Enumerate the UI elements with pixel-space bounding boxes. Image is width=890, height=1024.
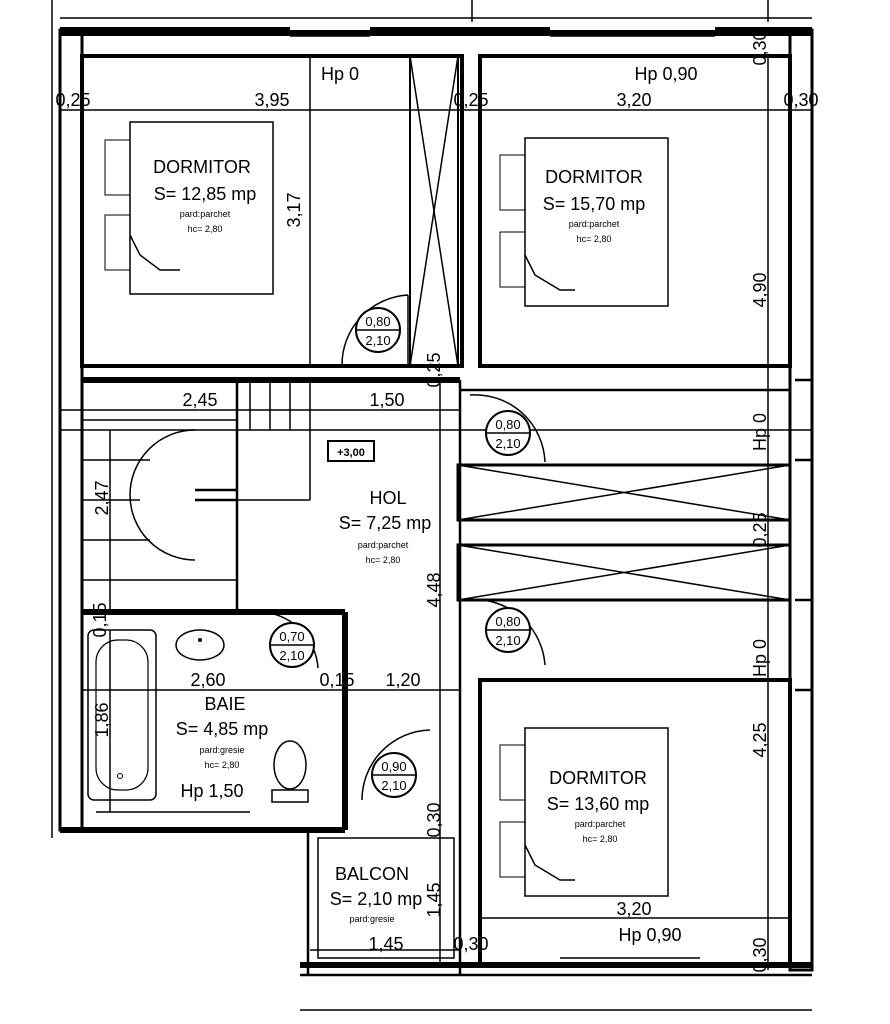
dorm3-name: DORMITOR xyxy=(549,768,647,788)
door-d2-width: 0,80 xyxy=(495,417,520,432)
dorm3-floor: pard:parchet xyxy=(575,819,626,829)
dim-120: 1,20 xyxy=(385,670,420,690)
window-hp0-a: Hp 0 xyxy=(321,64,359,84)
door-d5-width: 0,90 xyxy=(381,759,406,774)
bathtub xyxy=(87,629,157,801)
room-baie-label: BAIE S= 4,85 mp pard:gresie hc= 2,80 xyxy=(176,694,269,770)
dorm2-height: hc= 2,80 xyxy=(577,234,612,244)
dim-186: 1,86 xyxy=(92,702,112,737)
dim-145-b: 1,45 xyxy=(368,934,403,954)
baie-height: hc= 2,80 xyxy=(205,760,240,770)
dim-030-e: 0,30 xyxy=(453,934,488,954)
window-hp090-a: Hp 0,90 xyxy=(634,64,697,84)
door-d1-height: 2,10 xyxy=(365,333,390,348)
window-hp150: Hp 1,50 xyxy=(180,781,243,801)
door-d3-width: 0,80 xyxy=(495,614,520,629)
dim-025-a: 0,25 xyxy=(55,90,90,110)
staircase xyxy=(81,379,311,613)
window-marks xyxy=(96,378,812,959)
door-d5-height: 2,10 xyxy=(381,778,406,793)
hol-area: S= 7,25 mp xyxy=(339,513,432,533)
dim-425: 4,25 xyxy=(750,722,770,757)
door-tag-d2: 0,80 2,10 xyxy=(485,410,531,456)
door-tag-d1: 0,80 2,10 xyxy=(355,307,401,353)
dim-150: 1,50 xyxy=(369,390,404,410)
sink xyxy=(175,629,225,661)
dorm1-area: S= 12,85 mp xyxy=(154,184,257,204)
dim-448: 4,48 xyxy=(424,572,444,607)
dim-320-top: 3,20 xyxy=(616,90,651,110)
room-dorm1-label: DORMITOR S= 12,85 mp pard:parchet hc= 2,… xyxy=(153,157,256,234)
level-tag-box xyxy=(327,440,375,462)
door-tag-d5: 0,90 2,10 xyxy=(371,752,417,798)
baie-floor: pard:gresie xyxy=(199,745,244,755)
balcon-name: BALCON xyxy=(335,864,409,884)
room-balcon-label: BALCON S= 2,10 mp pard:gresie xyxy=(330,864,423,924)
dorm2-name: DORMITOR xyxy=(545,167,643,187)
door-tag-d4: 0,70 2,10 xyxy=(269,622,315,668)
dim-030-c: 0,30 xyxy=(424,802,444,837)
dim-025-d: 0,25 xyxy=(750,512,770,547)
dim-015-b: 0,15 xyxy=(319,670,354,690)
dim-015-a: 0,15 xyxy=(90,602,110,637)
dorm2-floor: pard:parchet xyxy=(569,219,620,229)
dim-025-c: 0,25 xyxy=(424,352,444,387)
baie-area: S= 4,85 mp xyxy=(176,719,269,739)
door-d2-height: 2,10 xyxy=(495,436,520,451)
dorm3-height: hc= 2,80 xyxy=(583,834,618,844)
dim-317: 3,17 xyxy=(284,192,304,227)
hol-height: hc= 2,80 xyxy=(366,555,401,565)
dim-490: 4,90 xyxy=(750,272,770,307)
dim-025-b: 0,25 xyxy=(453,90,488,110)
toilet xyxy=(271,740,309,803)
door-tag-d3: 0,80 2,10 xyxy=(485,607,531,653)
level-tag: +3,00 xyxy=(337,447,365,459)
dim-145-a: 1,45 xyxy=(424,882,444,917)
door-d4-height: 2,10 xyxy=(279,648,304,663)
baie-name: BAIE xyxy=(204,694,245,714)
dorm3-area: S= 13,60 mp xyxy=(547,794,650,814)
dim-260: 2,60 xyxy=(190,670,225,690)
door-d3-height: 2,10 xyxy=(495,633,520,648)
window-labels: Hp 0 Hp 0,90 Hp 0 Hp 0 Hp 1,50 Hp 0,90 xyxy=(180,64,770,945)
balcon-area: S= 2,10 mp xyxy=(330,889,423,909)
hol-name: HOL xyxy=(369,488,406,508)
dimension-labels: 0,25 3,95 0,25 3,20 0,30 2,45 1,50 2,60 … xyxy=(55,90,818,954)
dim-030-a: 0,30 xyxy=(783,90,818,110)
dim-030-d: 0,30 xyxy=(750,937,770,972)
vertical-dimension-labels: 3,17 4,90 0,30 0,25 0,25 2,47 4,48 0,15 … xyxy=(90,30,770,972)
door-d4-width: 0,70 xyxy=(279,629,304,644)
dorm2-area: S= 15,70 mp xyxy=(543,194,646,214)
dorm1-height: hc= 2,80 xyxy=(188,224,223,234)
window-hp0-b: Hp 0 xyxy=(750,413,770,451)
dorm1-name: DORMITOR xyxy=(153,157,251,177)
dorm1-floor: pard:parchet xyxy=(180,209,231,219)
bed-dorm2 xyxy=(499,137,669,307)
dim-030-b: 0,30 xyxy=(750,30,770,65)
room-hol-label: HOL S= 7,25 mp pard:parchet hc= 2,80 xyxy=(339,488,432,565)
dim-245: 2,45 xyxy=(182,390,217,410)
hol-floor: pard:parchet xyxy=(358,540,409,550)
door-d1-width: 0,80 xyxy=(365,314,390,329)
bed-dorm3 xyxy=(499,727,669,897)
window-hp0-c: Hp 0 xyxy=(750,639,770,677)
bed-dorm1 xyxy=(104,121,274,295)
window-hp090-b: Hp 0,90 xyxy=(618,925,681,945)
balcon-floor: pard:gresie xyxy=(349,914,394,924)
dim-247: 2,47 xyxy=(92,480,112,515)
room-dorm2-label: DORMITOR S= 15,70 mp pard:parchet hc= 2,… xyxy=(543,167,646,244)
dim-320-bot: 3,20 xyxy=(616,899,651,919)
balcony xyxy=(317,837,455,959)
room-dorm3-label: DORMITOR S= 13,60 mp pard:parchet hc= 2,… xyxy=(547,768,650,844)
dim-395: 3,95 xyxy=(254,90,289,110)
